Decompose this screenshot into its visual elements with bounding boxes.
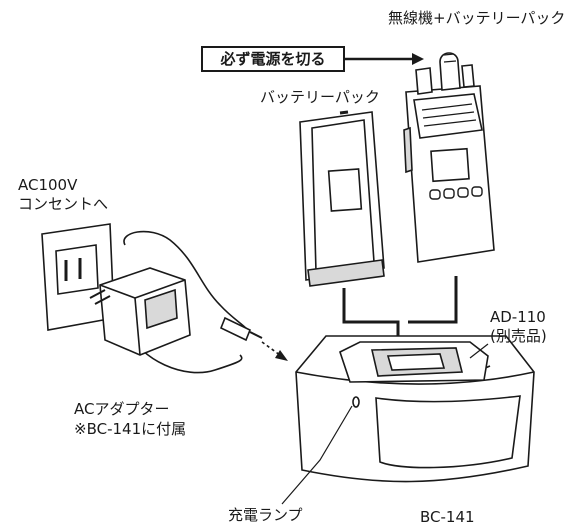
- plug-insert-arrow: [261, 341, 285, 359]
- charger-model-label: BC-141: [420, 508, 475, 526]
- ac-outlet-label-2: コンセントへ: [18, 195, 109, 213]
- battery-pack-label: バッテリーパック: [260, 88, 380, 106]
- charge-lamp-label: 充電ランプ: [228, 506, 303, 524]
- ad110-leader: [469, 343, 489, 359]
- radio-transceiver: [403, 52, 495, 263]
- radio-battery-label: 無線機+バッテリーパック: [388, 9, 566, 27]
- dc-plug: [219, 316, 263, 342]
- adapter-label-1: ACアダプター: [74, 400, 170, 418]
- lamp-leader: [281, 405, 353, 505]
- ac-adapter: [89, 267, 191, 356]
- power-off-warning: 必ず電源を切る: [201, 46, 345, 72]
- charger-bc141: [295, 335, 535, 483]
- ad110-label-2: (別売品): [490, 327, 547, 345]
- battery-pack: [299, 110, 385, 287]
- adapter-cable: [123, 230, 249, 331]
- adapter-label-2: ※BC-141に付属: [74, 420, 187, 438]
- ad110-label-1: AD-110: [490, 308, 546, 326]
- ac-outlet-label-1: AC100V: [18, 176, 78, 194]
